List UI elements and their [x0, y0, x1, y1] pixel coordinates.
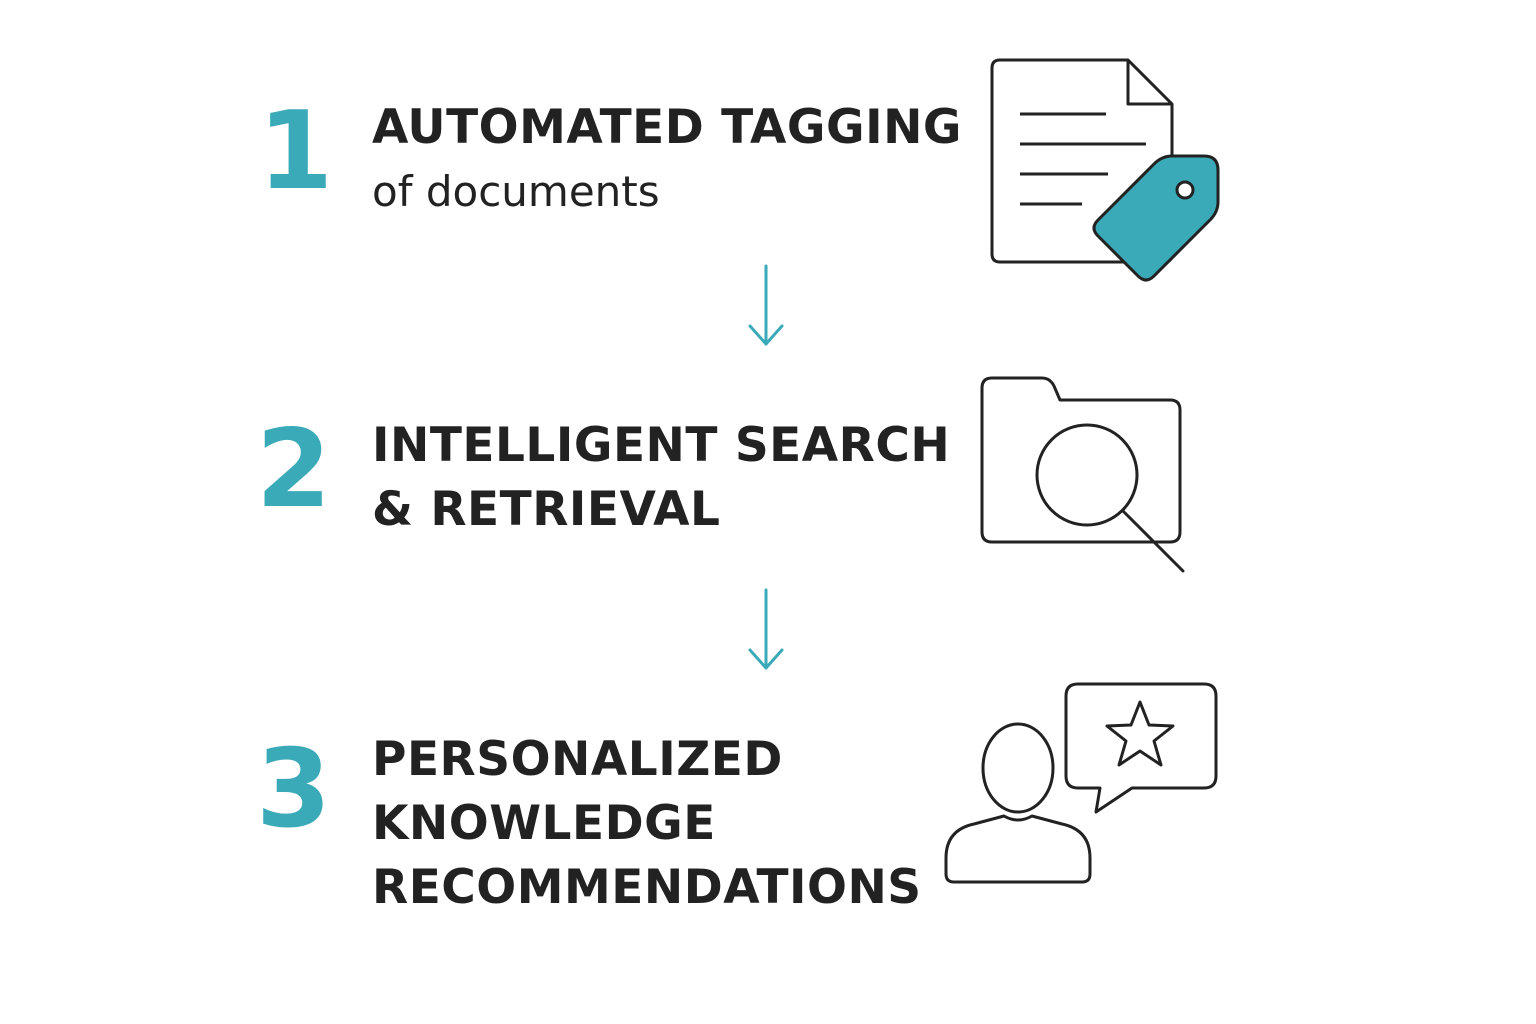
step-1-title-line: AUTOMATED TAGGING	[372, 100, 962, 155]
step-3-number: 3	[256, 727, 332, 852]
step-2-title-line: & RETRIEVAL	[372, 482, 721, 537]
arrow-down-icon	[748, 264, 784, 346]
step-2-title-line: INTELLIGENT SEARCH	[372, 418, 951, 473]
folder-search-icon	[980, 376, 1185, 573]
step-2-title: INTELLIGENT SEARCH & RETRIEVAL	[372, 414, 950, 542]
step-3-title-line: PERSONALIZED	[372, 732, 783, 787]
user-star-recommendation-icon	[944, 682, 1218, 884]
document-tag-icon	[990, 58, 1220, 282]
step-2-number: 2	[256, 407, 332, 532]
arrow-down-icon	[748, 588, 784, 670]
step-1-title: AUTOMATED TAGGING	[372, 96, 962, 160]
step-3-title-line: KNOWLEDGE	[372, 796, 716, 851]
step-3-title: PERSONALIZED KNOWLEDGE RECOMMENDATIONS	[372, 728, 922, 920]
step-1-subtitle: of documents	[372, 167, 660, 216]
step-3-title-line: RECOMMENDATIONS	[372, 860, 922, 915]
step-1-number: 1	[258, 89, 334, 214]
